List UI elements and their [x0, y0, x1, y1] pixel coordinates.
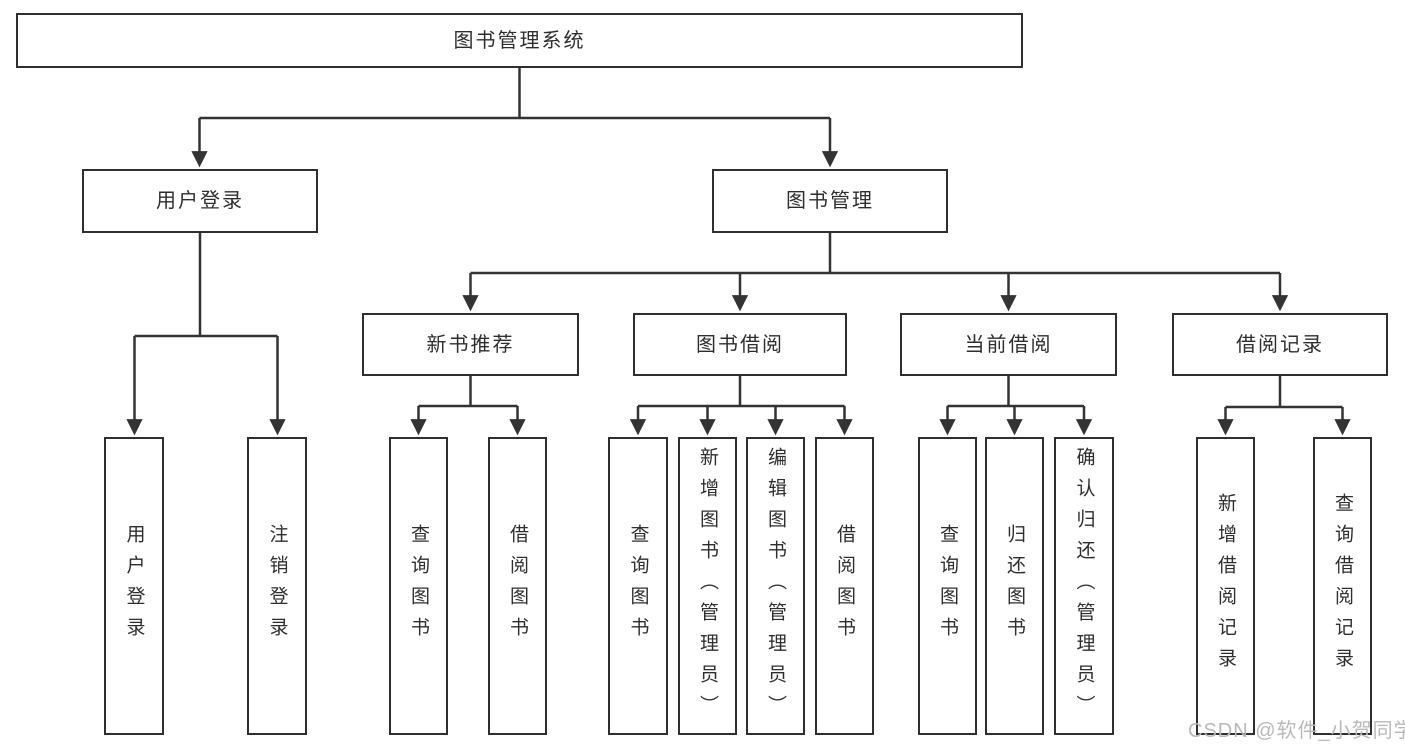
leaf-borrow-query-book-label: 查询图书 [627, 524, 649, 648]
leaf-logout: 注销登录 [247, 437, 307, 735]
connector-borrow-record-branch [1217, 376, 1351, 436]
node-user-login-label: 用户登录 [156, 190, 244, 212]
node-borrow-record: 借阅记录 [1172, 313, 1388, 376]
leaf-record-add-record: 新增借阅记录 [1196, 437, 1255, 735]
leaf-logout-label: 注销登录 [266, 524, 288, 648]
connector-new-book-branch [410, 376, 526, 436]
connector-book-management-branch [462, 233, 1289, 312]
leaf-record-query-record: 查询借阅记录 [1313, 437, 1372, 735]
leaf-borrow-borrow-book-label: 借阅图书 [834, 524, 855, 648]
csdn-watermark: CSDN @软件_小贺同学 [1188, 720, 1405, 742]
node-new-book-recommend: 新书推荐 [362, 313, 579, 376]
leaf-recommend-query-book: 查询图书 [389, 437, 448, 735]
leaf-borrow-edit-book-admin: 编辑图书（管理员） [746, 437, 805, 735]
node-current-borrow-label: 当前借阅 [964, 333, 1053, 356]
leaf-current-query-book: 查询图书 [918, 437, 977, 735]
leaf-record-add-record-label: 新增借阅记录 [1215, 493, 1236, 679]
leaf-current-confirm-return-admin-label: 确认归还（管理员） [1073, 446, 1095, 726]
node-root-label: 图书管理系统 [453, 29, 586, 52]
connector-root-to-level2 [191, 68, 839, 168]
node-book-management: 图书管理 [712, 169, 948, 233]
leaf-current-confirm-return-admin: 确认归还（管理员） [1054, 437, 1114, 735]
leaf-record-query-record-label: 查询借阅记录 [1332, 493, 1353, 679]
leaf-user-login: 用户登录 [104, 437, 164, 735]
node-book-management-label: 图书管理 [786, 190, 874, 212]
leaf-borrow-edit-book-admin-label: 编辑图书（管理员） [765, 446, 786, 726]
leaf-recommend-borrow-book: 借阅图书 [488, 437, 547, 735]
connector-user-login-branch [126, 233, 286, 436]
connector-book-borrow-branch [629, 376, 853, 436]
leaf-borrow-add-book-admin: 新增图书（管理员） [678, 437, 737, 735]
connector-current-borrow-branch [939, 376, 1093, 436]
node-root: 图书管理系统 [16, 13, 1023, 68]
node-current-borrow: 当前借阅 [900, 313, 1117, 376]
leaf-recommend-borrow-book-label: 借阅图书 [507, 524, 528, 648]
node-book-borrow-label: 图书借阅 [696, 333, 784, 356]
node-new-book-recommend-label: 新书推荐 [426, 333, 515, 356]
leaf-current-return-book: 归还图书 [985, 437, 1044, 735]
leaf-user-login-label: 用户登录 [123, 524, 145, 648]
leaf-recommend-query-book-label: 查询图书 [408, 524, 429, 648]
node-book-borrow: 图书借阅 [633, 313, 847, 376]
node-user-login: 用户登录 [82, 169, 318, 233]
leaf-borrow-add-book-admin-label: 新增图书（管理员） [697, 446, 718, 726]
leaf-current-query-book-label: 查询图书 [937, 524, 958, 648]
leaf-borrow-borrow-book: 借阅图书 [815, 437, 874, 735]
leaf-current-return-book-label: 归还图书 [1004, 524, 1025, 648]
node-borrow-record-label: 借阅记录 [1236, 333, 1324, 356]
leaf-borrow-query-book: 查询图书 [608, 437, 668, 735]
